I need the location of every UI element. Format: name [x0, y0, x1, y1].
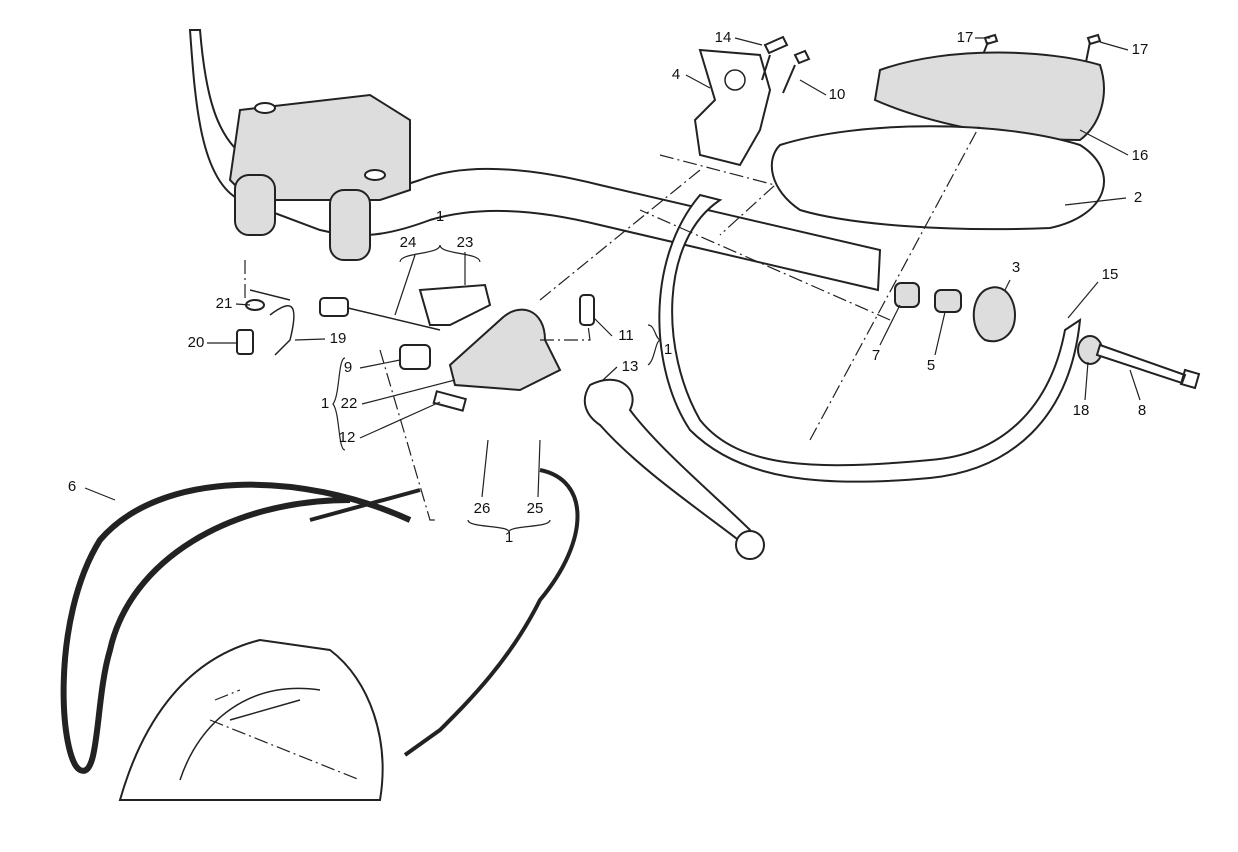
- spring-19: [249, 289, 295, 356]
- leader-lines: [84, 37, 1141, 533]
- part-label-8: 8: [1138, 402, 1146, 419]
- part-label-9: 9: [344, 359, 352, 376]
- switch-24: [319, 297, 349, 317]
- part-label-1: 1: [505, 529, 513, 546]
- bolt-8: [1095, 343, 1201, 390]
- part-label-11: 11: [618, 327, 634, 344]
- part-label-25: 25: [527, 500, 544, 517]
- part-label-12: 12: [339, 429, 356, 446]
- screw-10: [782, 49, 811, 94]
- spacer-5: [934, 289, 962, 313]
- part-label-22: 22: [341, 395, 358, 412]
- part-label-13: 13: [622, 358, 639, 375]
- part-label-6: 6: [68, 478, 76, 495]
- part-label-2: 2: [1134, 189, 1142, 206]
- screw-17b: [1085, 33, 1102, 63]
- part-label-24: 24: [400, 234, 417, 251]
- switch-bracket-23: [418, 283, 492, 326]
- mirror-bracket: [693, 48, 772, 167]
- part-label-17: 17: [1132, 41, 1149, 58]
- engine-clutch-cover: [118, 638, 384, 801]
- part-label-5: 5: [927, 357, 935, 374]
- spacer-7: [894, 282, 920, 308]
- screw-17a: [983, 33, 999, 53]
- lever-ball-end: [735, 530, 765, 560]
- clutch-lever-bracket: [448, 308, 562, 392]
- clutch-lever: [583, 378, 752, 547]
- pivot-pin-11: [579, 294, 595, 326]
- part-label-21: 21: [216, 295, 233, 312]
- part-label-26: 26: [474, 500, 491, 517]
- screw-14: [761, 35, 789, 81]
- part-label-15: 15: [1102, 266, 1119, 283]
- cable-adjuster-9: [399, 344, 431, 370]
- bar-end-weight: [972, 286, 1017, 343]
- screw-20: [236, 329, 254, 355]
- part-label-20: 20: [188, 334, 205, 351]
- clip-12: [432, 390, 468, 412]
- part-label-17: 17: [957, 29, 974, 46]
- part-label-19: 19: [330, 330, 347, 347]
- part-label-1: 1: [664, 341, 672, 358]
- part-label-1: 1: [321, 395, 329, 412]
- part-label-14: 14: [715, 29, 732, 46]
- part-label-18: 18: [1073, 402, 1090, 419]
- part-label-10: 10: [829, 86, 846, 103]
- part-label-4: 4: [672, 66, 680, 83]
- part-label-1: 1: [436, 208, 444, 225]
- part-label-23: 23: [457, 234, 474, 251]
- clutch-cable: [60, 481, 412, 774]
- part-label-16: 16: [1132, 147, 1149, 164]
- hand-guard-cover: [873, 51, 1105, 142]
- hand-guard: [658, 193, 1082, 483]
- hand-guard-pad: [770, 125, 1105, 231]
- part-label-3: 3: [1012, 259, 1020, 276]
- part-label-7: 7: [872, 347, 880, 364]
- handlebar-clamp: [228, 93, 411, 261]
